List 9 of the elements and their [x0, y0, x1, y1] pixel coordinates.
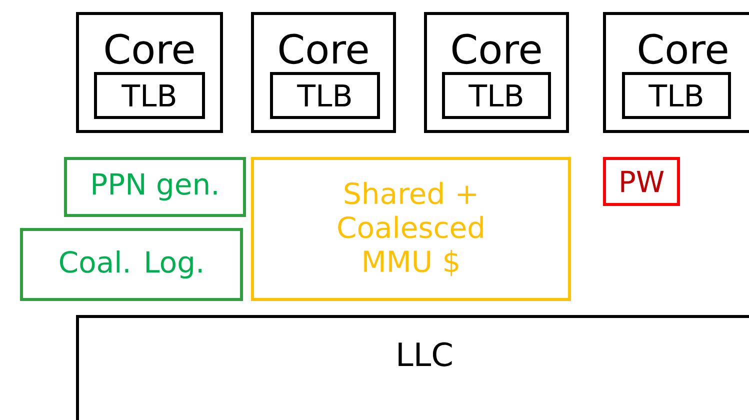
tlb-box: TLB: [94, 72, 205, 119]
logic-box: PPN gen.: [64, 157, 246, 217]
tlb-box: TLB: [442, 72, 551, 119]
tlb-box: TLB: [622, 72, 731, 119]
logic-box: Coal. Log.: [20, 228, 243, 301]
walker-box: PW: [603, 157, 680, 206]
cache-box: Shared + Coalesced MMU $: [251, 157, 571, 301]
llc-box: LLC: [76, 315, 749, 420]
tlb-box: TLB: [270, 72, 380, 119]
